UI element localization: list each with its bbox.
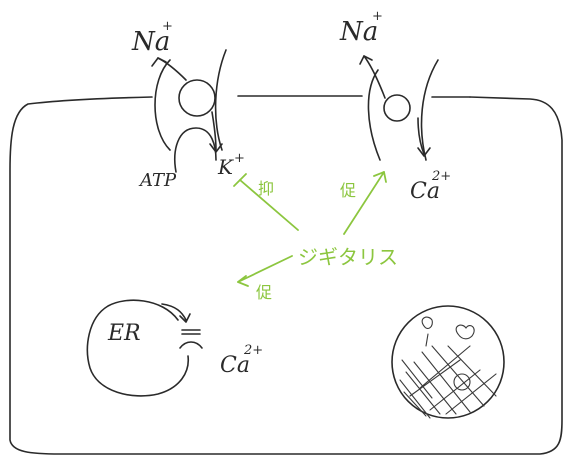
- svg-text:2+: 2+: [243, 343, 263, 358]
- svg-text:+: +: [372, 9, 383, 24]
- svg-text:+: +: [234, 151, 245, 166]
- inhibit-label: 抑: [258, 179, 274, 198]
- promote-channel-arrow: [343, 171, 387, 235]
- k-label: K +: [217, 151, 245, 179]
- nucleus: [391, 305, 505, 419]
- promote-er-label: 促: [256, 283, 272, 302]
- promote-er-arrow: [237, 255, 293, 287]
- inhibit-arrow: [233, 173, 299, 231]
- na-k-pump: [151, 49, 227, 173]
- svg-text:2+: 2+: [431, 169, 451, 184]
- er-organelle: [86, 299, 203, 397]
- svg-text:+: +: [162, 19, 173, 34]
- svg-text:Ca: Ca: [220, 353, 250, 378]
- svg-text:Na: Na: [131, 27, 170, 57]
- ca-er-label: Ca 2+: [220, 343, 263, 378]
- atp-label: ATP: [138, 170, 177, 191]
- svg-text:Ca: Ca: [410, 179, 440, 204]
- ca-channel: [359, 55, 439, 161]
- cell-membrane: [9, 95, 563, 455]
- na-right-label: Na +: [339, 9, 383, 47]
- ca-channel-label: Ca 2+: [410, 169, 451, 204]
- er-label: ER: [107, 321, 141, 346]
- svg-text:K: K: [217, 155, 234, 179]
- promote-channel-label: 促: [340, 181, 356, 200]
- na-left-label: Na +: [131, 19, 173, 57]
- digitalis-label: ジギタリス: [298, 245, 398, 269]
- svg-text:Na: Na: [339, 17, 378, 47]
